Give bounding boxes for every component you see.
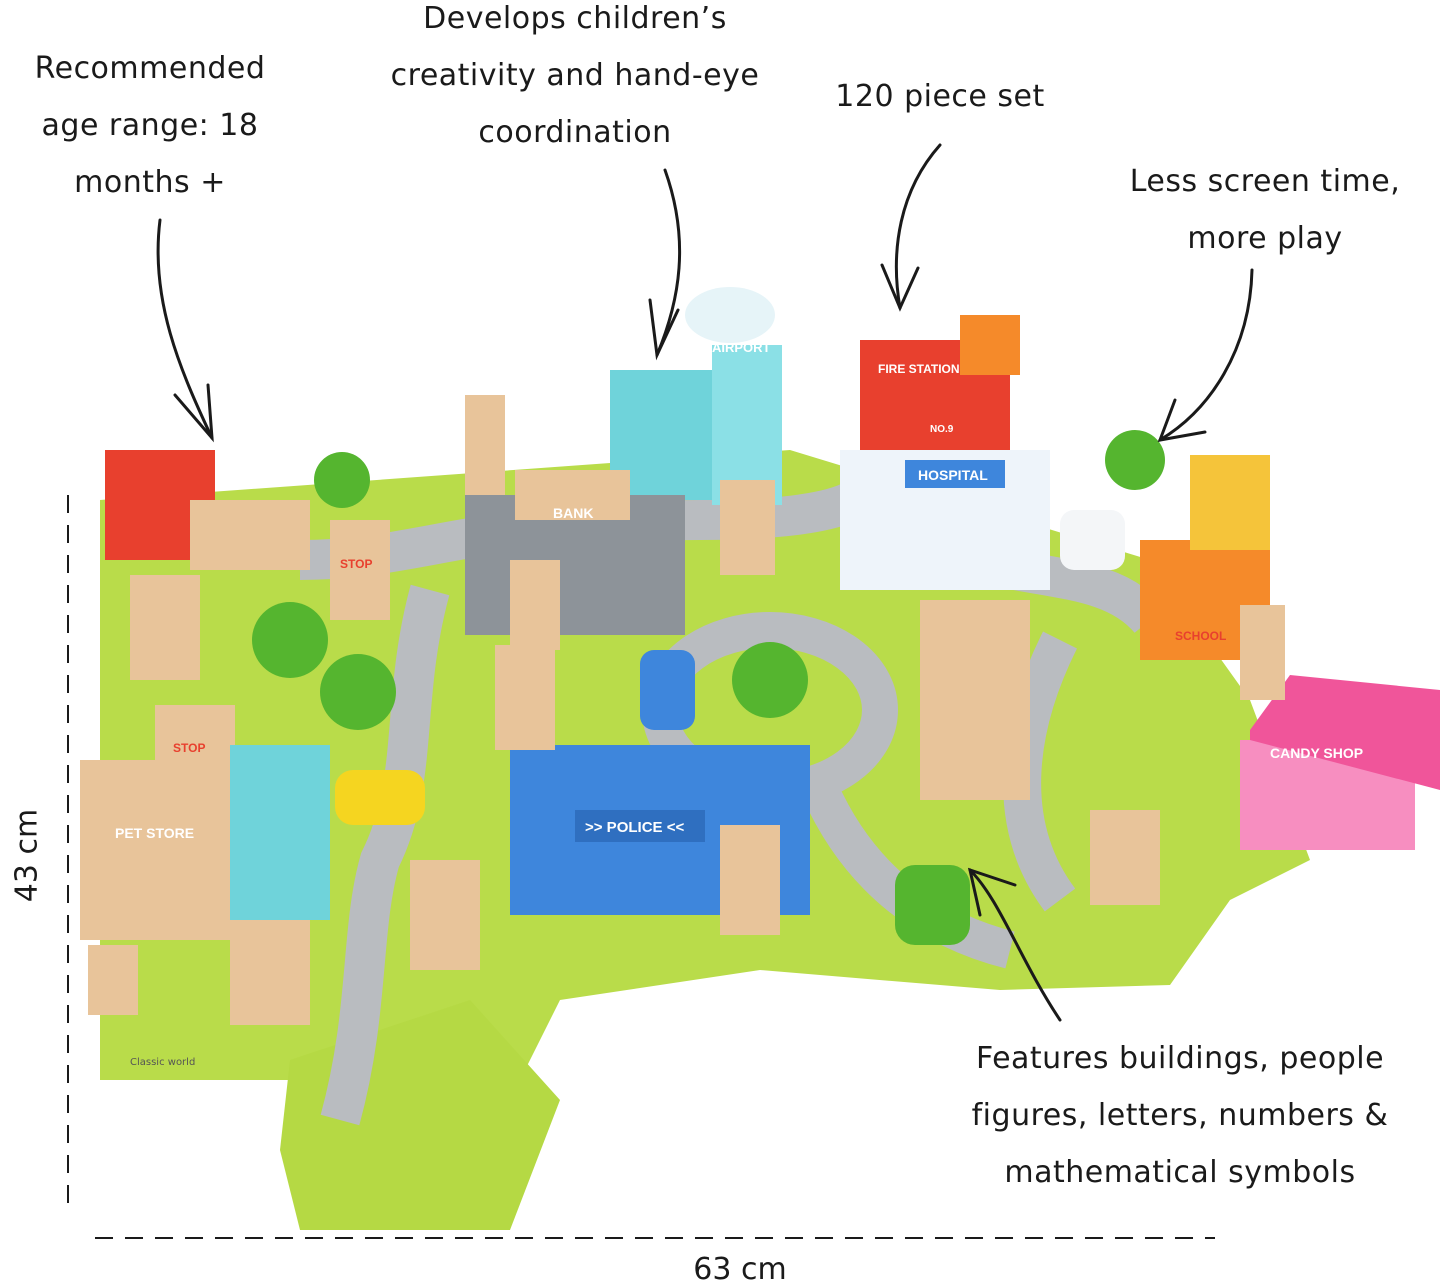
callout-line: Features buildings, people bbox=[975, 1041, 1385, 1076]
lamp-post-block bbox=[1090, 810, 1160, 905]
road bbox=[320, 584, 450, 1126]
tree bbox=[252, 602, 328, 678]
fire-station-label: FIRE STATION bbox=[878, 362, 960, 376]
callout-line: coordination bbox=[478, 115, 672, 150]
traffic-light-block bbox=[410, 860, 480, 970]
arrow-screen bbox=[1158, 268, 1254, 442]
callout-line: Less screen time, bbox=[1129, 164, 1401, 199]
pet-store-label: PET STORE bbox=[115, 825, 194, 841]
width-label: 63 cm bbox=[693, 1252, 787, 1287]
hospital-label: HOSPITAL bbox=[918, 467, 988, 483]
traffic-light-block bbox=[720, 480, 775, 575]
callout-features: Features buildings, people figures, lett… bbox=[935, 1030, 1425, 1201]
person-figure bbox=[465, 395, 505, 495]
callout-piece-count: 120 piece set bbox=[810, 68, 1070, 125]
person-figure bbox=[130, 575, 200, 680]
lamp-post-block bbox=[495, 645, 555, 750]
no9-label: NO.9 bbox=[930, 424, 954, 435]
pet-store-block bbox=[80, 760, 255, 940]
height-label: 43 cm bbox=[9, 808, 45, 903]
callout-creativity: Develops children’s creativity and hand-… bbox=[360, 0, 790, 161]
callout-line: figures, letters, numbers & bbox=[971, 1098, 1389, 1133]
ambulance bbox=[1060, 510, 1125, 570]
stop-sign-block bbox=[155, 705, 235, 765]
callout-screen-time: Less screen time, more play bbox=[1100, 153, 1430, 267]
person-figure bbox=[230, 920, 310, 1025]
tree bbox=[1105, 430, 1165, 490]
callout-arrows bbox=[156, 143, 1254, 1022]
blue-car bbox=[640, 650, 695, 730]
person-figure bbox=[510, 560, 560, 650]
arrow-pieces bbox=[894, 143, 942, 310]
tree bbox=[732, 642, 808, 718]
arrow-features bbox=[968, 868, 1062, 1022]
candy-shop-label: CANDY SHOP bbox=[1270, 745, 1363, 761]
callout-line: Develops children’s bbox=[423, 1, 727, 36]
arrow-creativity bbox=[655, 168, 682, 357]
wood-block bbox=[88, 945, 138, 1015]
police-label: >> POLICE << bbox=[585, 819, 684, 836]
airplane-cloud bbox=[685, 287, 775, 343]
arrow-age bbox=[156, 218, 214, 440]
wood-block bbox=[960, 315, 1020, 375]
callout-line: creativity and hand-eye bbox=[390, 58, 760, 93]
brand-logo: Classic world bbox=[130, 1057, 195, 1068]
wood-block bbox=[190, 500, 310, 570]
school-label: SCHOOL bbox=[1175, 629, 1226, 643]
stop-label: STOP bbox=[173, 741, 205, 755]
wood-block bbox=[515, 470, 630, 520]
tree bbox=[314, 452, 370, 508]
tree bbox=[320, 654, 396, 730]
airport-tower bbox=[712, 345, 782, 505]
bank-label: BANK bbox=[553, 505, 593, 521]
callout-age-range: Recommended age range: 18 months + bbox=[10, 40, 290, 211]
airport-label: AIRPORT bbox=[712, 340, 771, 355]
callout-line: age range: 18 bbox=[41, 108, 259, 143]
tree bbox=[895, 865, 970, 945]
callout-line: more play bbox=[1187, 221, 1343, 256]
yellow-car bbox=[335, 770, 425, 825]
stop-sign-block bbox=[330, 520, 390, 620]
stop-label: STOP bbox=[340, 557, 372, 571]
police-figure bbox=[720, 825, 780, 935]
wood-building-block bbox=[920, 600, 1030, 800]
callout-line: mathematical symbols bbox=[1004, 1155, 1356, 1190]
callout-line: months + bbox=[74, 165, 226, 200]
clock-tower-block bbox=[1190, 455, 1270, 550]
person-figure bbox=[1240, 605, 1285, 700]
callout-line: 120 piece set bbox=[835, 79, 1045, 114]
callout-line: Recommended bbox=[34, 51, 266, 86]
